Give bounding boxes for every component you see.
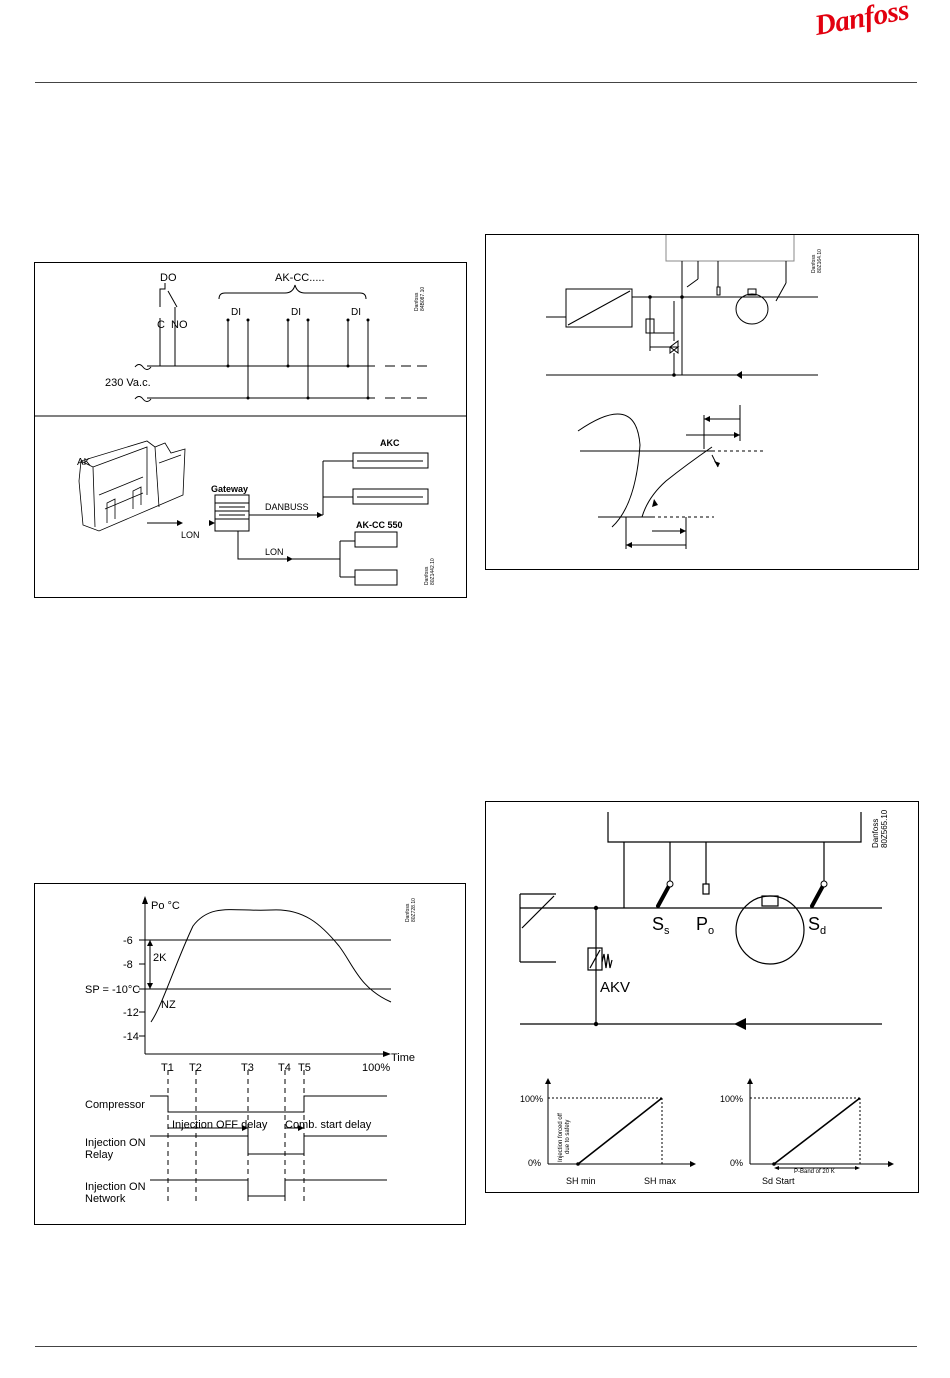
po-label: Po (696, 914, 714, 937)
right-graph-band: P-Band of 20 K (794, 1169, 835, 1175)
t1-label: T1 (161, 1062, 174, 1074)
nz-label: NZ (161, 999, 176, 1011)
ak-label: AK (77, 457, 91, 468)
akc-label: AKC (380, 438, 400, 448)
akcc550-label: AK-CC 550 (356, 520, 403, 530)
figure-code-top: Danfoss84B087.10 (414, 287, 426, 311)
do-label: DO (160, 272, 177, 284)
superheat-graph (547, 1082, 692, 1165)
header-rule (35, 82, 917, 83)
setpoint-label: SP = -10°C (85, 984, 140, 996)
gateway-label: Gateway (211, 484, 248, 494)
left-graph-x-end: SH max (644, 1176, 677, 1186)
di-label-3: DI (351, 307, 361, 318)
figure-code: Danfoss80Z728.10 (405, 898, 417, 922)
wiring-diagram: DO C NO AK-CC..... DI DI DI 230 Va.c. Da… (35, 272, 466, 586)
figure-akv-control: Ss Po Sd AKV Danfoss80Z565.10 100% 0% SH… (485, 801, 919, 1193)
percent-label: 100% (362, 1062, 390, 1074)
no-label: NO (171, 319, 188, 331)
left-graph-y-bottom: 0% (528, 1158, 541, 1168)
figure-timing-chart: Po °C -6 -8 2K SP = -10°C -12 NZ -14 Tim… (34, 883, 466, 1225)
akcc-label: AK-CC..... (275, 272, 325, 284)
band-label: 2K (153, 952, 167, 964)
right-graph-y-bottom: 0% (730, 1158, 743, 1168)
discharge-graph (749, 1082, 890, 1169)
c-label: C (157, 319, 165, 331)
left-graph-y-top: 100% (520, 1094, 543, 1104)
tick-minus-14: -14 (123, 1031, 139, 1043)
footer-rule (35, 1346, 917, 1347)
akv-diagram: Ss Po Sd AKV Danfoss80Z565.10 100% 0% SH… (519, 809, 894, 1186)
danfoss-logo: Danfoss (808, 0, 928, 50)
off-delay-label: Injection OFF delay (172, 1119, 268, 1131)
left-graph-x-start: SH min (566, 1176, 596, 1186)
t3-label: T3 (241, 1062, 254, 1074)
t4-label: T4 (278, 1062, 291, 1074)
start-delay-label: Comb. start delay (285, 1119, 372, 1131)
timing-diagram: Po °C -6 -8 2K SP = -10°C -12 NZ -14 Tim… (85, 896, 417, 1205)
t2-label: T2 (189, 1062, 202, 1074)
lon-label-1: LON (181, 530, 200, 540)
di-label-2: DI (291, 307, 301, 318)
tick-minus-6: -6 (123, 935, 133, 947)
time-label: Time (391, 1052, 415, 1064)
tick-minus-12: -12 (123, 1007, 139, 1019)
network-label-line-2: Network (85, 1193, 126, 1205)
tick-minus-8: -8 (123, 959, 133, 971)
voltage-label: 230 Va.c. (105, 377, 151, 389)
di-label-1: DI (231, 307, 241, 318)
left-graph-note: Injection forced offdue to safety (558, 1113, 571, 1162)
lon-label-2: LON (265, 547, 284, 557)
ak-controller-drawing (78, 440, 186, 532)
ss-label: Ss (652, 914, 670, 937)
figure-refrigeration-circuit: Danfoss80Z164.10 (485, 234, 919, 570)
sd-label: Sd (808, 914, 826, 937)
figure-code: Danfoss80Z565.10 (871, 809, 889, 848)
relay-label-line-2: Relay (85, 1149, 114, 1161)
figure-code: Danfoss80Z164.10 (811, 249, 823, 273)
relay-label-line-1: Injection ON (85, 1137, 146, 1149)
y-axis-label: Po °C (151, 900, 180, 912)
t5-label: T5 (298, 1062, 311, 1074)
figure-wiring-network: DO C NO AK-CC..... DI DI DI 230 Va.c. Da… (34, 262, 467, 598)
akv-label: AKV (600, 979, 630, 996)
danbuss-label: DANBUSS (265, 502, 309, 512)
circuit-diagram: Danfoss80Z164.10 (546, 235, 823, 549)
right-graph-y-top: 100% (720, 1094, 743, 1104)
logo-text: Danfoss (812, 0, 912, 43)
network-label-line-1: Injection ON (85, 1181, 146, 1193)
figure-code-bottom: Danfoss80Z1442.10 (424, 558, 436, 585)
compressor-label: Compressor (85, 1099, 145, 1111)
right-graph-x-start: Sd Start (762, 1176, 795, 1186)
